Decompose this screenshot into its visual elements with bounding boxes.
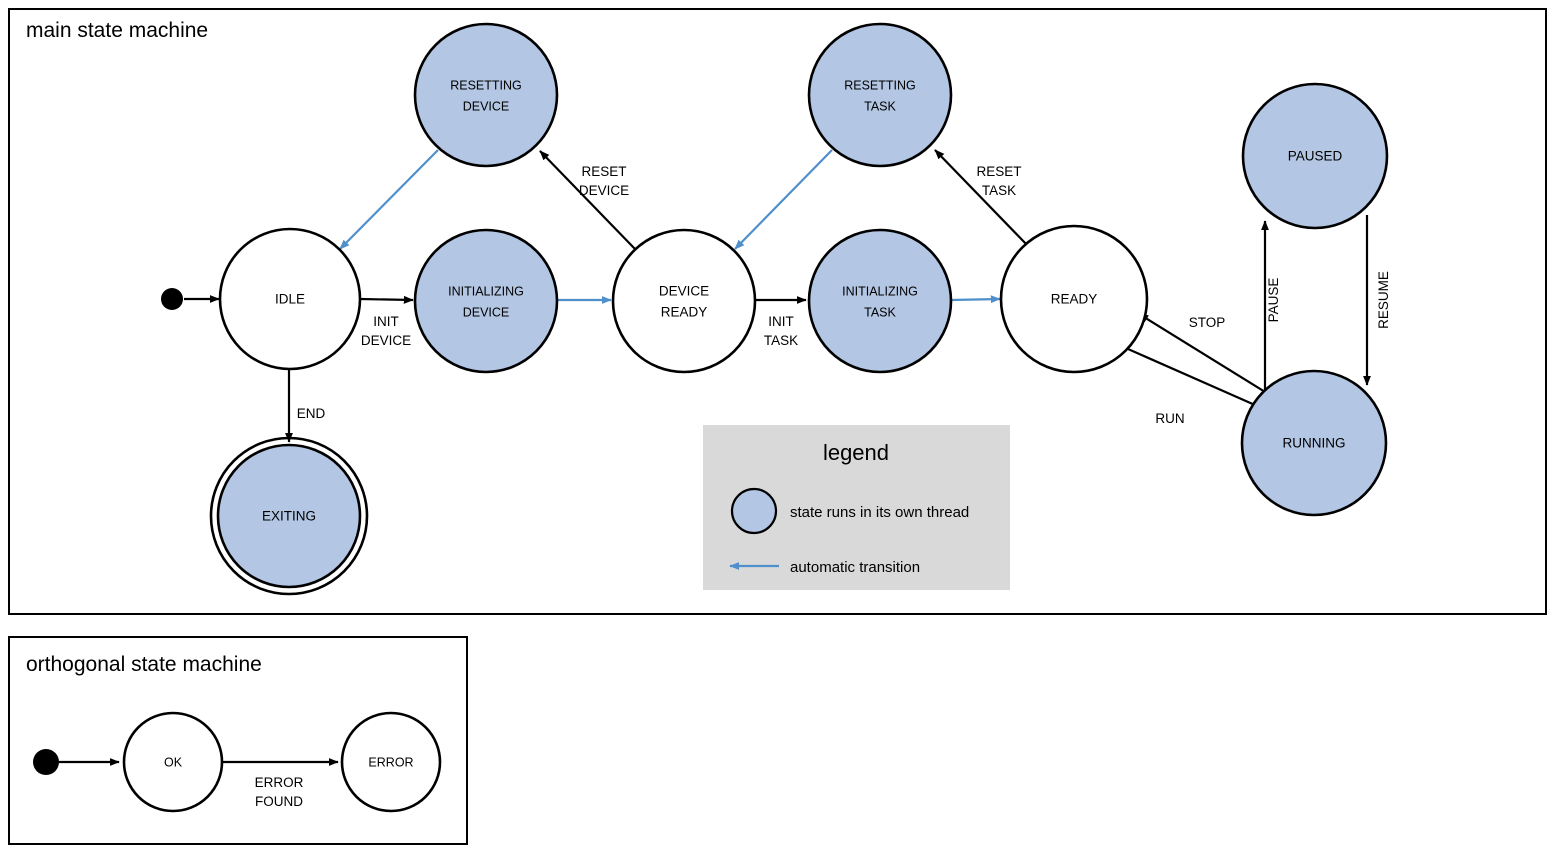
state-running-circle[interactable] xyxy=(1240,369,1388,517)
state-resetting-task-circle[interactable] xyxy=(807,22,953,168)
state-resetting-device[interactable]: RESETTING DEVICE xyxy=(413,22,559,168)
edge-label-init-task-line1: INIT xyxy=(768,314,794,329)
edge-label-stop: STOP xyxy=(1189,315,1226,330)
edge-label-reset-device-line2: DEVICE xyxy=(579,183,629,198)
state-initializing-task-label-line2: TASK xyxy=(864,305,896,319)
state-exiting-circle[interactable] xyxy=(216,443,362,589)
legend-thread-state-icon xyxy=(730,487,778,535)
state-ok-label: OK xyxy=(164,755,183,769)
main-states-layer: IDLE INITIALIZING DEVICE RESETTING DEVIC… xyxy=(161,22,1389,596)
legend-title: legend xyxy=(823,440,889,465)
state-idle-label: IDLE xyxy=(275,292,305,307)
state-paused[interactable]: PAUSED xyxy=(1241,82,1389,230)
state-initializing-task-label-line1: INITIALIZING xyxy=(842,284,918,298)
state-ok[interactable]: OK xyxy=(122,711,224,813)
state-ready[interactable]: READY xyxy=(999,224,1149,374)
state-ok-circle[interactable] xyxy=(122,711,224,813)
edge-label-init-device-line1: INIT xyxy=(373,314,399,329)
transition-resetting-task-to-device-ready xyxy=(734,149,833,250)
legend-thread-state-text: state runs in its own thread xyxy=(790,504,969,521)
state-device-ready-circle[interactable] xyxy=(611,228,757,374)
state-running-label: RUNNING xyxy=(1283,436,1346,451)
state-idle-circle[interactable] xyxy=(218,227,362,371)
state-exiting-outer-ring xyxy=(209,436,369,596)
edge-label-end: END xyxy=(297,406,326,421)
edge-label-resume: RESUME xyxy=(1376,271,1391,329)
state-paused-label: PAUSED xyxy=(1288,149,1343,164)
edge-label-reset-task-line1: RESET xyxy=(976,164,1021,179)
edge-label-error-found-line1: ERROR xyxy=(255,775,304,790)
state-initializing-device[interactable]: INITIALIZING DEVICE xyxy=(413,228,559,374)
edge-label-run: RUN xyxy=(1155,411,1184,426)
state-running[interactable]: RUNNING xyxy=(1240,369,1388,517)
state-resetting-device-label-line2: DEVICE xyxy=(463,99,510,113)
state-resetting-device-label-line1: RESETTING xyxy=(450,78,522,92)
state-initializing-device-circle[interactable] xyxy=(413,228,559,374)
main-edge-labels-layer: INIT DEVICE END RESET DEVICE INIT TASK R… xyxy=(297,164,1391,426)
state-resetting-device-circle[interactable] xyxy=(413,22,559,168)
state-initializing-device-label-line2: DEVICE xyxy=(463,305,510,319)
edge-label-init-task-line2: TASK xyxy=(764,333,798,348)
main-frame-title: main state machine xyxy=(26,19,208,42)
legend: legend state runs in its own thread auto… xyxy=(703,425,1010,590)
transition-resetting-device-to-idle xyxy=(339,149,439,250)
transition-running-to-ready xyxy=(1138,313,1271,396)
orthogonal-frame-title: orthogonal state machine xyxy=(26,653,262,676)
state-ready-label: READY xyxy=(1051,292,1098,307)
edge-label-init-device-line2: DEVICE xyxy=(361,333,411,348)
main-transitions-layer xyxy=(184,149,1371,443)
edge-label-reset-task-line2: TASK xyxy=(982,183,1016,198)
transition-ready-to-resetting-task xyxy=(934,149,1030,248)
state-resetting-task-label-line2: TASK xyxy=(864,99,896,113)
state-device-ready-label-line1: DEVICE xyxy=(659,284,709,299)
state-initializing-task[interactable]: INITIALIZING TASK xyxy=(807,228,953,374)
orthogonal-states-layer: OK ERROR xyxy=(33,711,442,813)
state-error-label: ERROR xyxy=(368,755,413,769)
state-error[interactable]: ERROR xyxy=(340,711,442,813)
state-device-ready[interactable]: DEVICE READY xyxy=(611,228,757,374)
transition-initializing-task-to-ready xyxy=(950,295,1001,304)
state-exiting[interactable]: EXITING xyxy=(209,436,369,596)
state-resetting-task[interactable]: RESETTING TASK xyxy=(807,22,953,168)
state-initializing-device-label-line1: INITIALIZING xyxy=(448,284,524,298)
state-paused-circle[interactable] xyxy=(1241,82,1389,230)
edge-label-error-found-line2: FOUND xyxy=(255,794,303,809)
transition-ready-to-running xyxy=(1127,347,1265,411)
legend-automatic-transition-text: automatic transition xyxy=(790,559,920,576)
initial-state-dot xyxy=(33,749,59,775)
transition-idle-to-initializing-device xyxy=(359,295,414,304)
state-idle[interactable]: IDLE xyxy=(218,227,362,371)
state-resetting-task-label-line1: RESETTING xyxy=(844,78,916,92)
edge-label-pause: PAUSE xyxy=(1266,278,1281,323)
state-error-circle[interactable] xyxy=(340,711,442,813)
state-exiting-label: EXITING xyxy=(262,509,316,524)
state-ready-circle[interactable] xyxy=(999,224,1149,374)
orthogonal-edge-labels-layer: ERROR FOUND xyxy=(255,775,304,809)
transition-device-ready-to-resetting-device xyxy=(539,150,636,250)
edge-label-reset-device-line1: RESET xyxy=(581,164,626,179)
initial-state-dot xyxy=(161,288,183,310)
state-initializing-task-circle[interactable] xyxy=(807,228,953,374)
state-device-ready-label-line2: READY xyxy=(661,305,708,320)
